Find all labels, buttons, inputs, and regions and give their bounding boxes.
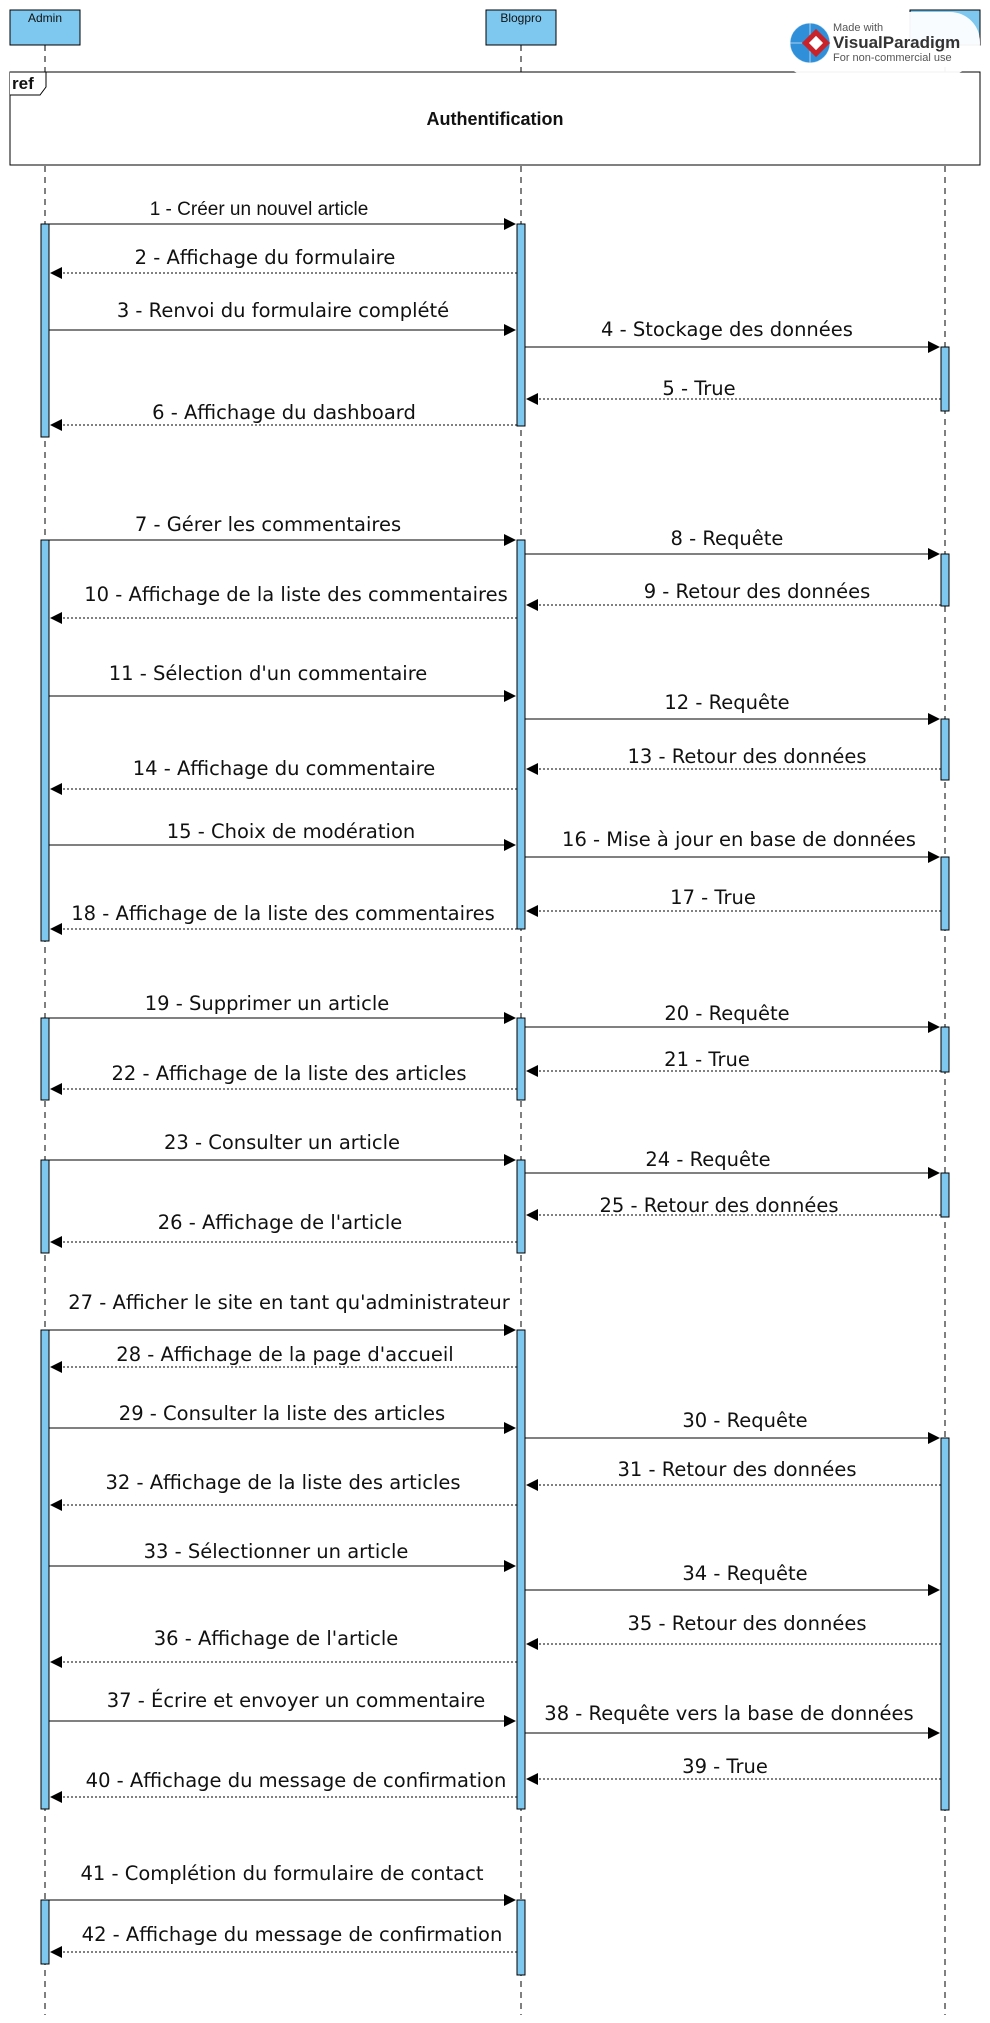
- watermark-line2: VisualParadigm: [833, 33, 960, 52]
- activation-blogpro-1: [516, 223, 526, 427]
- activation-admin-3: [40, 1017, 50, 1101]
- message-label: 12 - Requête: [664, 691, 789, 714]
- message-label: 32 - Affichage de la liste des articles: [105, 1471, 460, 1494]
- message-label: 16 - Mise à jour en base de données: [562, 828, 916, 851]
- message-label: 24 - Requête: [645, 1148, 770, 1171]
- message-label: 10 - Affichage de la liste des commentai…: [84, 583, 508, 606]
- activation-admin-6: [40, 1899, 50, 1965]
- message-label: 35 - Retour des données: [628, 1612, 867, 1635]
- message-label: 21 - True: [664, 1048, 750, 1071]
- message-label: 5 - True: [662, 377, 735, 400]
- activation-database-1: [940, 346, 950, 412]
- watermark: Made with VisualParadigm For non-commerc…: [776, 12, 980, 74]
- message-label: 18 - Affichage de la liste des commentai…: [71, 902, 495, 925]
- activation-database-2: [940, 553, 950, 607]
- watermark-line3: For non-commercial use: [833, 52, 952, 64]
- message-label: 42 - Affichage du message de confirmatio…: [82, 1923, 503, 1946]
- ref-frame: ref Authentification: [9, 71, 981, 166]
- activation-admin-4: [40, 1159, 50, 1254]
- lifeline-blogpro-label: Blogpro: [500, 11, 542, 25]
- activation-blogpro-4: [516, 1159, 526, 1254]
- activation-database-7: [940, 1437, 950, 1811]
- activation-database-4: [940, 856, 950, 931]
- visual-paradigm-logo-icon: [789, 22, 831, 64]
- message-label: 22 - Affichage de la liste des articles: [111, 1062, 466, 1085]
- activation-admin-2: [40, 539, 50, 942]
- activation-admin-5: [40, 1329, 50, 1810]
- message-label: 14 - Affichage du commentaire: [133, 757, 436, 780]
- message-label: 36 - Affichage de l'article: [154, 1627, 399, 1650]
- activation-blogpro-5: [516, 1329, 526, 1810]
- message-label: 26 - Affichage de l'article: [158, 1211, 403, 1234]
- message-label: 3 - Renvoi du formulaire complété: [117, 299, 449, 322]
- activation-blogpro-2: [516, 539, 526, 930]
- message-label: 9 - Retour des données: [644, 580, 871, 603]
- message-label: 41 - Complétion du formulaire de contact: [80, 1862, 483, 1885]
- activation-database-6: [940, 1172, 950, 1218]
- activation-blogpro-3: [516, 1017, 526, 1101]
- message-label: 40 - Affichage du message de confirmatio…: [86, 1769, 507, 1792]
- activation-admin-1: [40, 223, 50, 438]
- activation-blogpro-6: [516, 1899, 526, 1976]
- message-label: 19 - Supprimer un article: [145, 992, 389, 1015]
- message-label: 39 - True: [682, 1755, 768, 1778]
- message-label: 11 - Sélection d'un commentaire: [109, 662, 428, 685]
- message-label: 31 - Retour des données: [618, 1458, 857, 1481]
- message-label: 1 - Créer un nouvel article: [150, 199, 369, 220]
- message-label: 25 - Retour des données: [600, 1194, 839, 1217]
- lifeline-admin: Admin: [9, 9, 81, 46]
- message-label: 2 - Affichage du formulaire: [135, 246, 396, 269]
- message-label: 28 - Affichage de la page d'accueil: [116, 1343, 453, 1366]
- message-label: 4 - Stockage des données: [601, 318, 853, 341]
- lifeline-blogpro: Blogpro: [485, 9, 557, 46]
- message-label: 29 - Consulter la liste des articles: [119, 1402, 445, 1425]
- message-label: 7 - Gérer les commentaires: [135, 513, 401, 536]
- message-label: 27 - Afficher le site en tant qu'adminis…: [68, 1291, 511, 1314]
- watermark-line1: Made with: [833, 22, 883, 34]
- message-label: 6 - Affichage du dashboard: [152, 401, 416, 424]
- message-label: 20 - Requête: [664, 1002, 789, 1025]
- ref-frame-tag: ref: [12, 74, 34, 93]
- activation-database-5: [940, 1026, 950, 1073]
- message-label: 34 - Requête: [682, 1562, 807, 1585]
- message-label: 13 - Retour des données: [628, 745, 867, 768]
- ref-frame-title: Authentification: [427, 109, 564, 129]
- message-label: 30 - Requête: [682, 1409, 807, 1432]
- message-label: 15 - Choix de modération: [167, 820, 416, 843]
- message-label: 23 - Consulter un article: [164, 1131, 400, 1154]
- lifeline-admin-label: Admin: [28, 11, 62, 25]
- activation-database-3: [940, 718, 950, 781]
- message-label: 33 - Sélectionner un article: [144, 1540, 409, 1563]
- message-label: 17 - True: [670, 886, 756, 909]
- message-label: 38 - Requête vers la base de données: [544, 1702, 913, 1725]
- message-label: 8 - Requête: [671, 527, 784, 550]
- messages: 1 - Créer un nouvel article 2 - Affichag…: [49, 199, 941, 1958]
- activation-bars: [40, 223, 950, 1976]
- message-label: 37 - Écrire et envoyer un commentaire: [107, 1689, 485, 1712]
